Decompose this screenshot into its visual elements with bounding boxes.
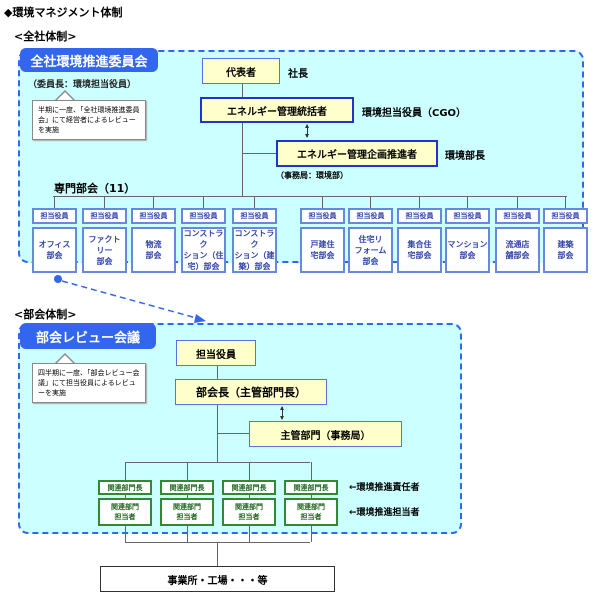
specialist-committees-label: 専門部会（11）	[54, 182, 136, 195]
division-head-box: 部会長（主管部門長）	[175, 379, 327, 405]
committee-name: コンストラク ション（住 宅）部会	[181, 227, 226, 273]
committee-bus	[53, 196, 567, 197]
committee-head: 担当役員	[82, 208, 127, 224]
related-body: 関連部門 担当者	[222, 498, 276, 526]
related-bus-top	[125, 462, 310, 463]
note-staff: ←環境推進担当者	[349, 508, 420, 518]
officer-box: 担当役員	[176, 340, 256, 366]
representative-box: 代表者	[202, 58, 280, 84]
callout-tip-inner	[56, 92, 74, 101]
double-arrow-icon	[305, 124, 309, 138]
note-responsible: ←環境推進責任者	[349, 483, 420, 493]
committee-name: 戸建住 宅部会	[300, 227, 345, 273]
energy-manager-box: エネルギー管理統括者	[200, 97, 354, 123]
energy-manager-role: 環境担当役員（CGO）	[362, 108, 467, 119]
related-head: 関連部門長	[222, 480, 276, 495]
committee-name: 建築 部会	[543, 227, 588, 273]
page-title: ◆環境マネジメント体制	[4, 6, 123, 19]
connector-sites	[217, 542, 218, 566]
related-body: 関連部門 担当者	[160, 498, 214, 526]
link-dot-icon	[54, 275, 62, 283]
committee-connector	[54, 196, 55, 208]
committee-connector	[419, 196, 420, 208]
related-head: 関連部門長	[98, 480, 152, 495]
connector-spine	[242, 84, 243, 196]
arrowhead-icon	[194, 314, 206, 323]
sites-box: 事業所・工場・・・等	[100, 566, 335, 592]
committee-head: 担当役員	[232, 208, 277, 224]
committee-connector	[254, 196, 255, 208]
meeting-title: 部会レビュー会議	[20, 323, 156, 349]
committee-name: マンション 部会	[445, 227, 490, 273]
callout-tip-inner	[56, 355, 74, 364]
representative-role: 社長	[288, 69, 308, 80]
committee-name: 住宅リ フォーム 部会	[348, 227, 393, 273]
section-label-division: <部会体制>	[14, 308, 77, 321]
committee-head: 担当役員	[181, 208, 226, 224]
committee-title: 全社環境推進委員会	[20, 48, 158, 72]
committee-connector	[104, 196, 105, 208]
double-arrow-icon	[280, 406, 284, 420]
committee-connector	[322, 196, 323, 208]
secretariat-label: （事務局：環境部）	[276, 171, 348, 180]
committee-head: 担当役員	[348, 208, 393, 224]
committee-connector	[203, 196, 204, 208]
company-callout: 半期に一度、「全社環境推進委員会」にて経営者によるレビューを実施	[32, 100, 146, 140]
committee-connector	[153, 196, 154, 208]
committee-head: 担当役員	[495, 208, 540, 224]
related-head: 関連部門長	[284, 480, 338, 495]
connector-lead	[217, 433, 249, 434]
division-callout: 四半期に一度、「部会レビュー会議」にて担当役員によるレビューを実施	[32, 363, 146, 403]
committee-name: コンストラク ション（建 築）部会	[232, 227, 277, 273]
committee-name: 物流 部会	[131, 227, 176, 273]
energy-planner-role: 環境部長	[445, 151, 485, 162]
committee-head: 担当役員	[300, 208, 345, 224]
committee-head: 担当役員	[445, 208, 490, 224]
committee-head: 担当役員	[32, 208, 77, 224]
committee-head: 担当役員	[131, 208, 176, 224]
related-body: 関連部門 担当者	[98, 498, 152, 526]
energy-planner-box: エネルギー管理企画推進者	[276, 140, 438, 167]
related-head: 関連部門長	[160, 480, 214, 495]
committee-name: 集合住 宅部会	[397, 227, 442, 273]
committee-connector	[467, 196, 468, 208]
committee-connector	[565, 196, 566, 208]
related-body: 関連部門 担当者	[284, 498, 338, 526]
committee-name: ファクト リー 部会	[82, 227, 127, 273]
committee-connector	[370, 196, 371, 208]
connector-planner	[242, 153, 276, 154]
committee-connector	[517, 196, 518, 208]
lead-dept-box: 主管部門（事務局）	[249, 421, 402, 447]
committee-name: 流通店 舗部会	[495, 227, 540, 273]
committee-name: オフィス 部会	[32, 227, 77, 273]
committee-chair: （委員長：環境担当役員）	[28, 80, 137, 90]
connector-spine-2	[217, 365, 218, 462]
section-label-company: <全社体制>	[14, 30, 77, 43]
committee-head: 担当役員	[543, 208, 588, 224]
committee-head: 担当役員	[397, 208, 442, 224]
